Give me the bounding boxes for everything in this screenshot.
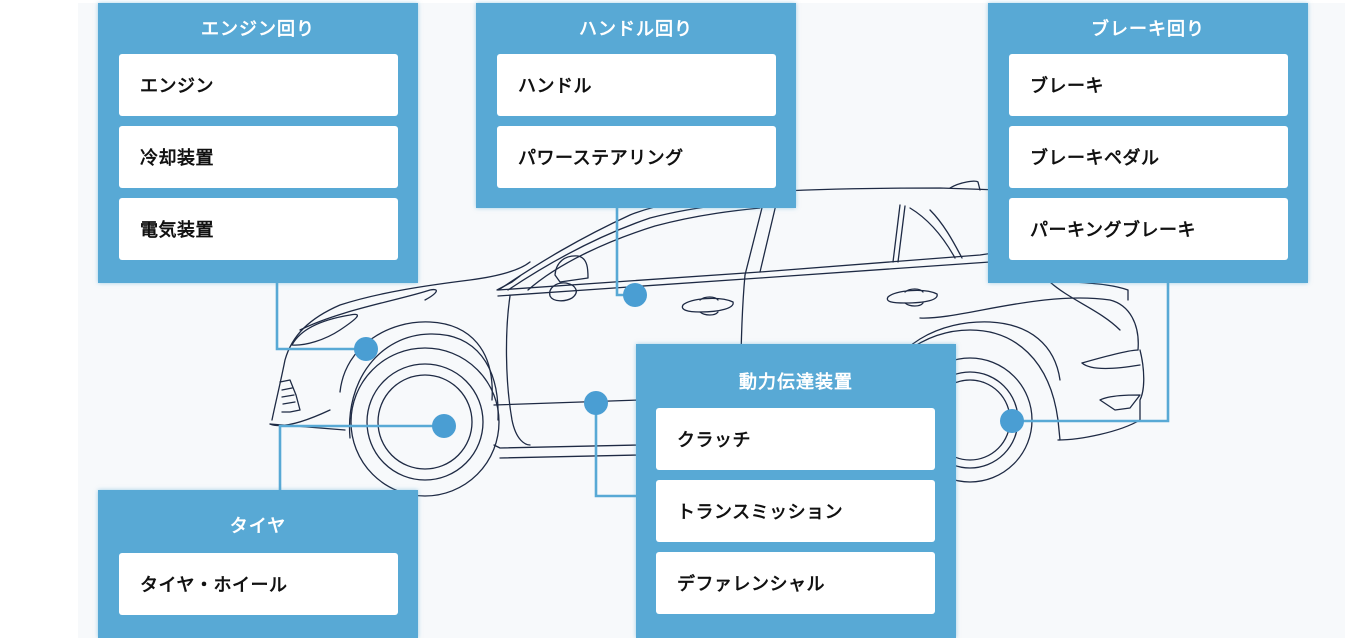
panel-tire: タイヤ タイヤ・ホイール	[98, 490, 418, 638]
marker-dot-steering[interactable]	[623, 283, 647, 307]
car-outline	[269, 180, 1145, 497]
marker-dot-brake[interactable]	[1000, 409, 1024, 433]
panel-engine: エンジン回り エンジン 冷却装置 電気装置	[98, 3, 418, 283]
item-brake-pedal[interactable]: ブレーキペダル	[1009, 126, 1288, 188]
connector-drivetrain	[594, 403, 636, 498]
item-transmission[interactable]: トランスミッション	[656, 480, 935, 542]
panel-title-engine: エンジン回り	[201, 19, 315, 40]
connector-tire	[278, 424, 444, 490]
panel-title-steering: ハンドル回り	[579, 19, 693, 40]
item-brake[interactable]: ブレーキ	[1009, 54, 1288, 116]
connector-brake	[1012, 283, 1170, 423]
item-engine[interactable]: エンジン	[119, 54, 398, 116]
marker-dot-drivetrain[interactable]	[584, 391, 608, 415]
item-differential[interactable]: デファレンシャル	[656, 552, 935, 614]
marker-dot-tire[interactable]	[432, 414, 456, 438]
panel-drivetrain: 動力伝達装置 クラッチ トランスミッション デファレンシャル	[636, 344, 956, 638]
top-edge	[78, 0, 1345, 3]
item-clutch[interactable]: クラッチ	[656, 408, 935, 470]
item-cooling[interactable]: 冷却装置	[119, 126, 398, 188]
item-tire-wheel[interactable]: タイヤ・ホイール	[119, 553, 398, 615]
panel-steering: ハンドル回り ハンドル パワーステアリング	[476, 3, 796, 208]
panel-brake: ブレーキ回り ブレーキ ブレーキペダル パーキングブレーキ	[988, 3, 1308, 283]
panel-title-tire: タイヤ	[229, 516, 287, 537]
item-electrical[interactable]: 電気装置	[119, 198, 398, 260]
item-steering-wheel[interactable]: ハンドル	[497, 54, 776, 116]
connector-engine	[275, 283, 366, 351]
item-parking-brake[interactable]: パーキングブレーキ	[1009, 198, 1288, 260]
panel-title-drivetrain: 動力伝達装置	[739, 372, 853, 393]
marker-dot-engine[interactable]	[354, 337, 378, 361]
panel-title-brake: ブレーキ回り	[1091, 19, 1205, 40]
item-power-steering[interactable]: パワーステアリング	[497, 126, 776, 188]
